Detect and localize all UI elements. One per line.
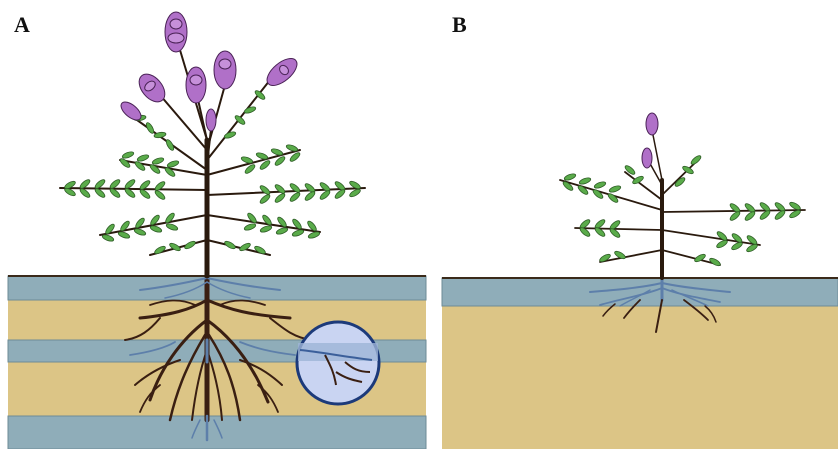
panel-b-water-layer-top — [442, 278, 838, 306]
leaf-icon — [579, 218, 621, 239]
magnifier-icon — [297, 322, 379, 404]
panel-a-stems — [60, 50, 365, 276]
leaf-icon — [224, 89, 302, 175]
flower-spike-icon — [262, 54, 301, 91]
panel-label-b: B — [452, 12, 467, 38]
flower-spike-icon — [642, 148, 652, 168]
leaf-icon — [244, 212, 321, 240]
panel-b-leaves — [562, 154, 802, 267]
leaf-icon — [562, 173, 622, 204]
panel-b-flowers — [642, 113, 658, 168]
leaf-icon — [729, 201, 802, 222]
panel-label-a: A — [14, 12, 30, 38]
flower-spike-icon — [165, 12, 187, 52]
panel-b-ground — [442, 278, 838, 449]
leaf-icon — [154, 240, 267, 255]
flower-spike-icon — [646, 113, 658, 135]
panel-b-stems — [560, 130, 805, 278]
flower-spike-icon — [186, 67, 206, 103]
leaf-icon — [102, 212, 179, 243]
flower-spike-icon — [214, 51, 236, 89]
flower-spike-icon — [206, 109, 216, 131]
panel-a-flowers — [118, 12, 302, 131]
panel-a-water-layer-bottom — [8, 416, 426, 449]
